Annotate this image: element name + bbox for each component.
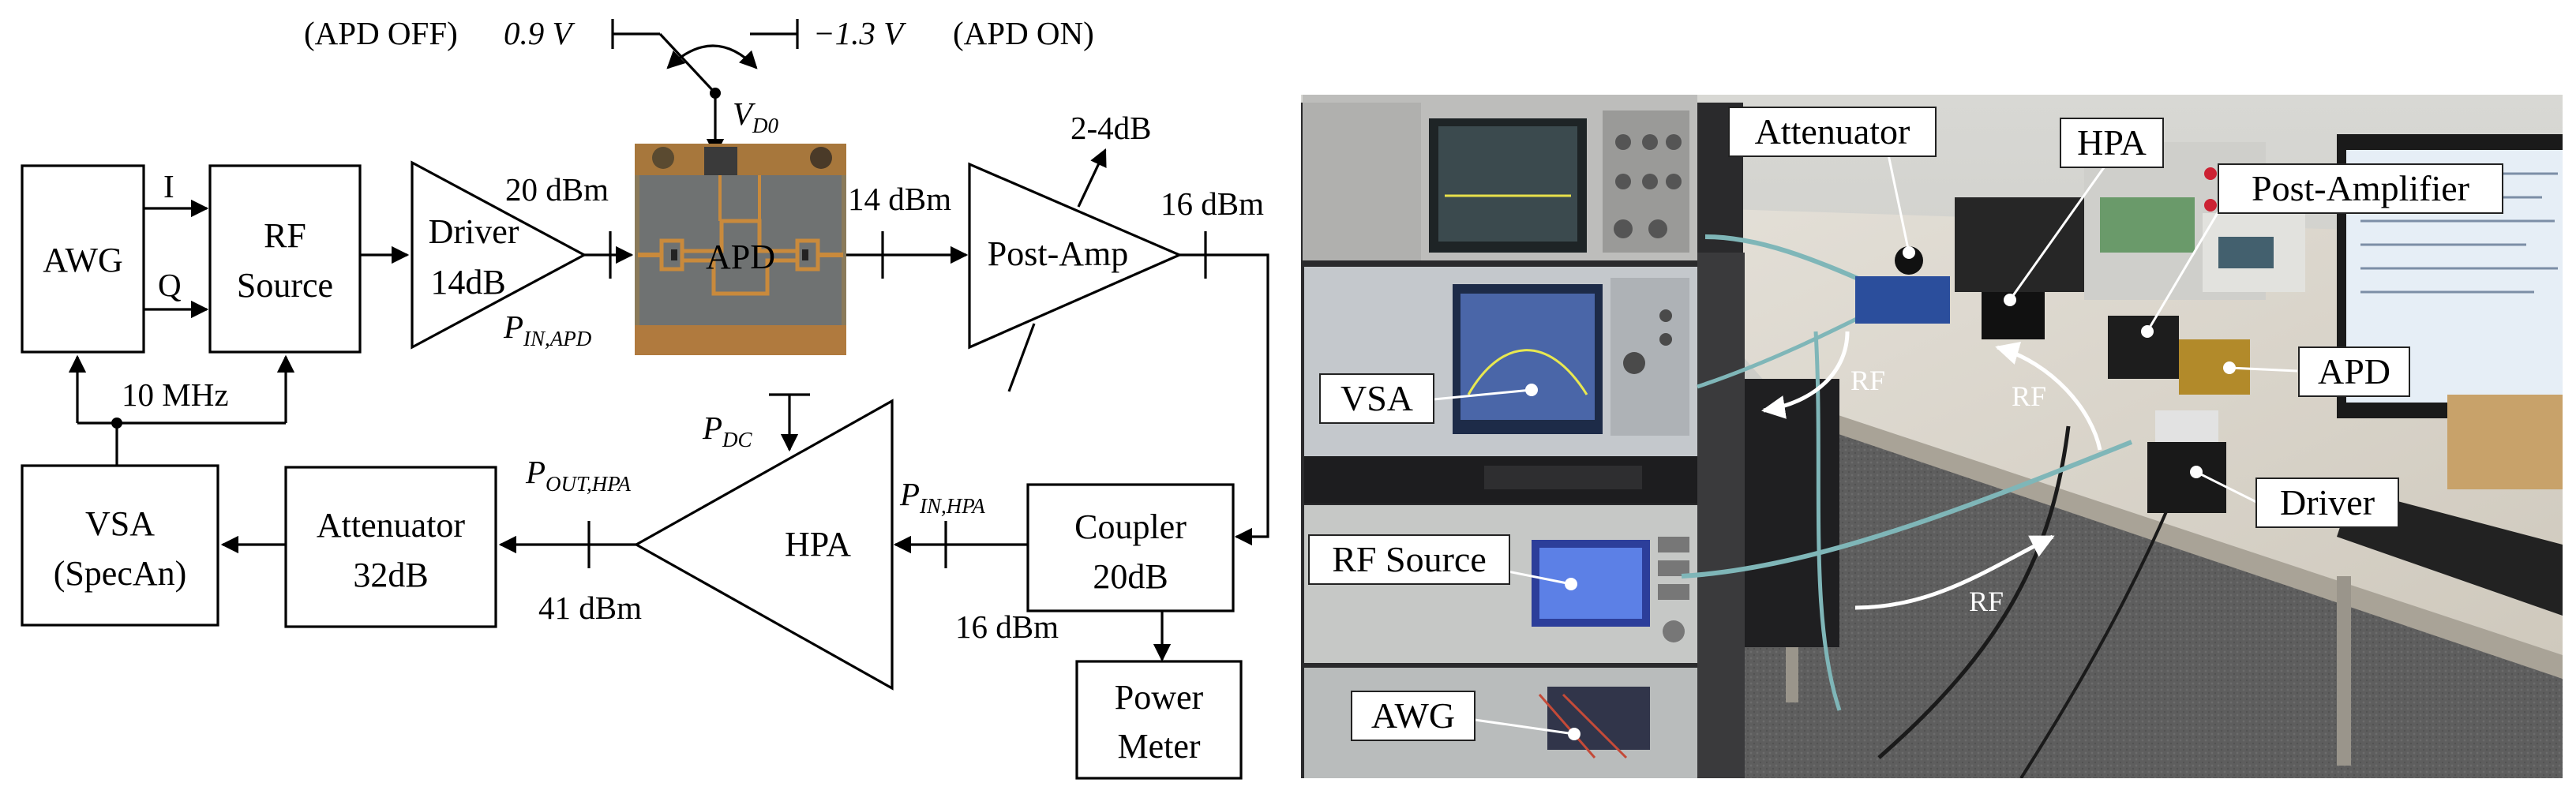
callout-post-amplifier: Post-Amplifier [2218,163,2503,214]
on-voltage-label: −1.3 V [813,15,906,51]
coupler-label-2: 20dB [1093,557,1168,596]
callout-awg: AWG [1351,691,1475,741]
svg-text:Attenuator: Attenuator [1755,111,1910,152]
callout-rf-source: RF Source [1308,534,1510,585]
p-out-hpa-label: POUT,HPA [525,454,631,496]
vsa-block [21,464,219,627]
post-amp-label: Post-Amp [988,234,1128,273]
apd-off-label: (APD OFF) [304,15,458,51]
lab-photo: RF RF RF Attenu [1301,95,2563,778]
driver-amp [411,160,587,350]
callout-vsa: VSA [1319,373,1434,424]
rf-source-label-1: RF [264,216,306,255]
attenuator-label-1: Attenuator [317,506,466,545]
bias-switch: (APD OFF) 0.9 V −1.3 V (APD ON) VD0 [304,15,1094,157]
svg-text:Post-Amplifier: Post-Amplifier [2252,168,2469,208]
attenuator-block [284,466,497,628]
svg-text:APD: APD [2318,351,2390,391]
hpa-label: HPA [785,525,851,564]
desk [1610,205,2563,655]
attenuator-label-2: 32dB [353,556,428,594]
hpa-amp [633,399,894,691]
rf-arrow-3 [1854,534,2055,610]
p-in-apd-label: PIN,APD [503,309,592,350]
apd-label: APD [706,238,775,276]
rf-label-1: RF [1850,365,1885,396]
coupler-block [1026,483,1235,612]
driver-out-power: 20 dBm [505,171,609,208]
post-amp-gain: 2-4dB [1071,110,1152,146]
coupler-out-power: 16 dBm [955,609,1059,645]
vsa-label-1: VSA [85,504,155,543]
rf-source-block [208,164,362,354]
apd-pcb-image: APD [635,144,846,355]
callout-driver: Driver [2255,478,2399,528]
rf-label-2: RF [2012,380,2046,412]
callout-apd: APD [2298,346,2410,397]
off-voltage-label: 0.9 V [504,15,576,51]
driver-label-1: Driver [429,212,519,251]
q-label: Q [158,267,182,303]
apd-on-label: (APD ON) [953,15,1094,51]
svg-text:Driver: Driver [2280,482,2375,522]
gain-tune-arrow [1077,148,1107,208]
power-meter-block [1075,660,1243,780]
switch-blade [658,32,717,95]
post-amp-out-power: 16 dBm [1161,185,1264,222]
gain-tune-line [1007,323,1036,392]
switch-arrow [666,44,758,69]
post-amp [968,162,1183,350]
power-meter-label-2: Meter [1117,727,1200,766]
vsa-label-2: (SpecAn) [54,554,187,593]
hpa-out-power: 41 dBm [538,590,642,626]
driver-label-2: 14dB [430,263,505,301]
svg-text:AWG: AWG [1371,695,1455,736]
rf-arrow-2 [1995,342,2102,451]
ref-clock-label: 10 MHz [122,376,229,413]
rf-label-3: RF [1969,586,2004,617]
p-dc-label: PDC [702,410,753,451]
to-coupler-line [1179,253,1269,546]
i-label: I [163,168,174,204]
callout-attenuator: Attenuator [1728,107,1937,157]
svg-text:HPA: HPA [2077,122,2147,163]
coupler-label-1: Coupler [1074,507,1187,546]
rf-arrow-1 [1761,331,1850,419]
svg-text:VSA: VSA [1340,378,1413,418]
awg-label: AWG [43,241,123,279]
rf-source-label-2: Source [237,266,333,305]
callout-hpa: HPA [2060,118,2164,168]
vd0-label: VD0 [733,96,779,137]
block-diagram: (APD OFF) 0.9 V −1.3 V (APD ON) VD0 AWG … [21,15,1269,780]
apd-out-power: 14 dBm [848,181,951,217]
awg-block [21,164,145,354]
power-meter-label-1: Power [1115,678,1204,717]
p-in-hpa-label: PIN,HPA [899,476,985,518]
svg-text:RF Source: RF Source [1332,539,1487,579]
